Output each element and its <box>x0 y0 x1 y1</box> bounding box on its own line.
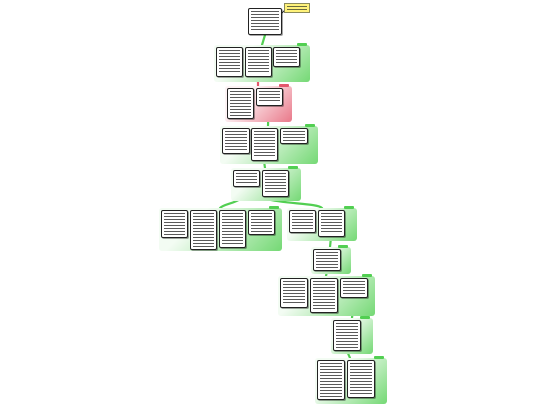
reason-box[interactable] <box>161 210 188 238</box>
main-claim-box[interactable] <box>248 8 282 35</box>
reason-box[interactable] <box>219 210 246 248</box>
reason-box[interactable] <box>251 128 278 161</box>
reason-box[interactable] <box>347 360 375 398</box>
reason-box[interactable] <box>289 210 316 233</box>
objection-box[interactable] <box>227 88 254 119</box>
note-box[interactable] <box>284 3 310 13</box>
reason-connector <box>260 33 267 47</box>
reason-box[interactable] <box>248 210 275 235</box>
reason-box[interactable] <box>333 320 361 351</box>
reason-box[interactable] <box>216 47 243 77</box>
reason-box[interactable] <box>318 210 345 237</box>
reason-box[interactable] <box>233 170 260 187</box>
reason-box[interactable] <box>190 210 217 250</box>
reason-box[interactable] <box>245 47 272 77</box>
reason-box[interactable] <box>313 249 341 271</box>
reason-box[interactable] <box>262 170 289 197</box>
reason-box[interactable] <box>222 128 250 154</box>
reason-box[interactable] <box>280 128 308 144</box>
reason-box[interactable] <box>273 47 300 67</box>
reason-box[interactable] <box>340 278 368 298</box>
reason-box[interactable] <box>317 360 345 400</box>
objection-box[interactable] <box>256 88 283 106</box>
reason-box[interactable] <box>280 278 308 308</box>
reason-box[interactable] <box>310 278 338 313</box>
